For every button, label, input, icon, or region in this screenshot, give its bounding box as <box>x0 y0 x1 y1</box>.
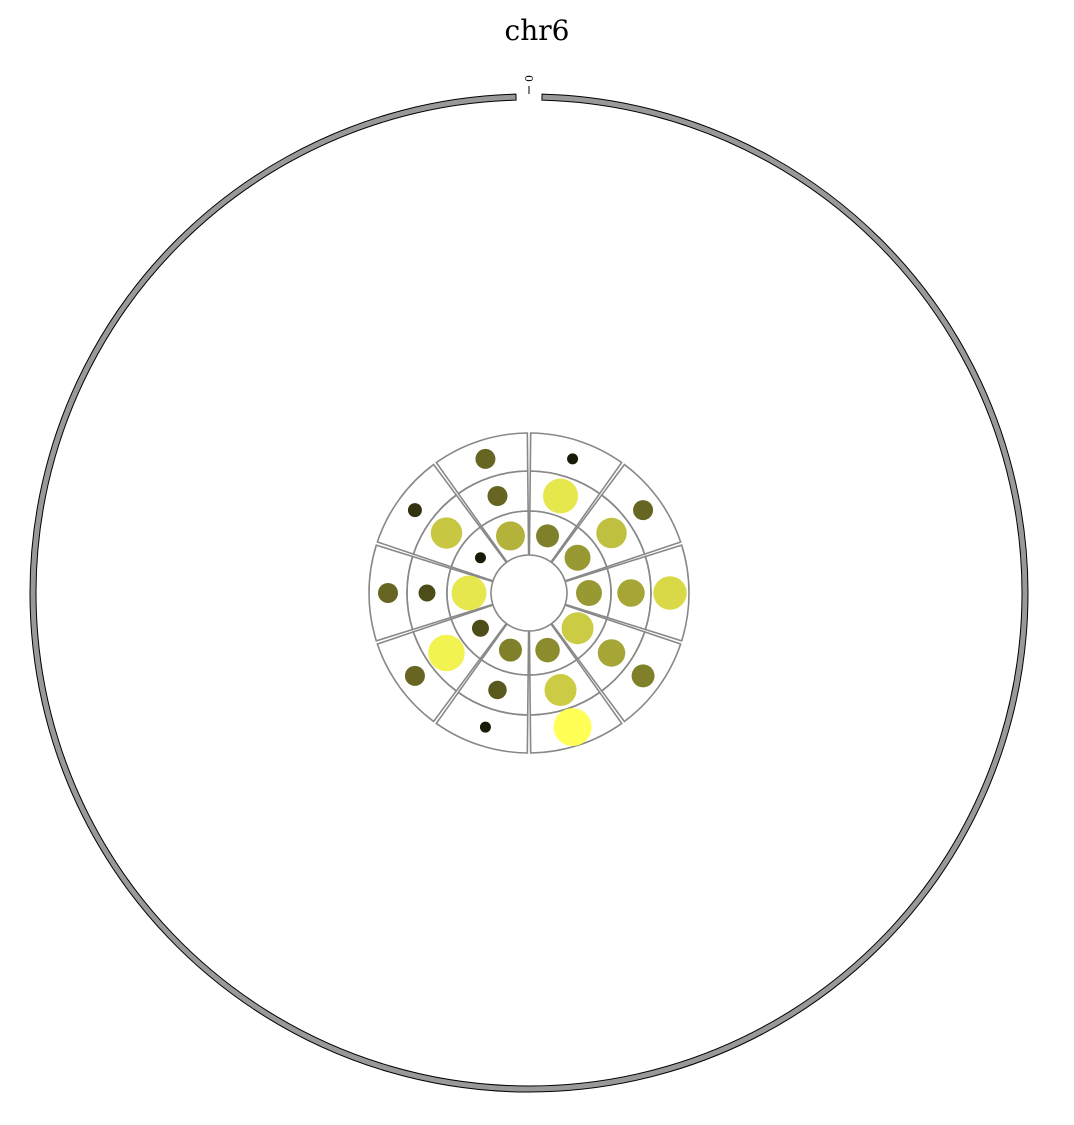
grid-cell <box>529 432 623 495</box>
heatmap-dot <box>564 544 591 571</box>
heatmap-dot <box>633 500 654 521</box>
heatmap-dot <box>617 579 645 607</box>
chart-title: chr6 <box>504 14 570 47</box>
heatmap-dot <box>495 521 525 551</box>
ideogram-band <box>29 93 1029 1093</box>
heatmap-dot <box>479 721 491 733</box>
heatmap-dot <box>544 674 577 707</box>
heatmap-dot <box>653 576 687 610</box>
heatmap-dot <box>631 664 655 688</box>
heatmap-dot <box>418 584 436 602</box>
heatmap-dot <box>430 517 463 549</box>
heatmap-dot <box>535 637 560 663</box>
heatmap-dot <box>567 453 579 465</box>
grid-cell <box>376 630 458 723</box>
grid-cell <box>529 691 623 754</box>
heatmap-dot <box>596 517 627 549</box>
heatmap-dots <box>378 448 687 747</box>
grid-cell <box>600 463 682 556</box>
heatmap-dot <box>487 485 508 506</box>
heatmap-dot <box>407 503 422 518</box>
heatmap-dot <box>488 680 507 700</box>
heatmap-dot <box>404 665 425 686</box>
heatmap-dot <box>553 708 592 747</box>
heatmap-dot <box>471 619 489 637</box>
grid-cell <box>435 691 529 754</box>
heatmap-grid <box>368 432 690 754</box>
heatmap-dot <box>474 552 486 564</box>
heatmap-dot <box>498 638 522 662</box>
heatmap-dot <box>543 478 579 514</box>
grid-cell <box>368 544 414 642</box>
heatmap-dot <box>428 634 465 672</box>
heatmap-dot <box>451 575 487 611</box>
chromosome-ideogram <box>29 93 1029 1093</box>
position-tick: 0 <box>523 75 536 94</box>
tick-label: 0 <box>523 75 536 82</box>
heatmap-dot <box>561 612 594 645</box>
heatmap-dot <box>597 639 626 667</box>
grid-cell <box>600 630 682 723</box>
heatmap-dot <box>378 583 398 603</box>
grid-cell <box>376 463 458 556</box>
heatmap-dot <box>475 448 496 469</box>
heatmap-dot <box>536 524 560 548</box>
heatmap-dot <box>576 580 602 606</box>
grid-cell <box>435 432 529 495</box>
grid-cell <box>644 544 690 642</box>
